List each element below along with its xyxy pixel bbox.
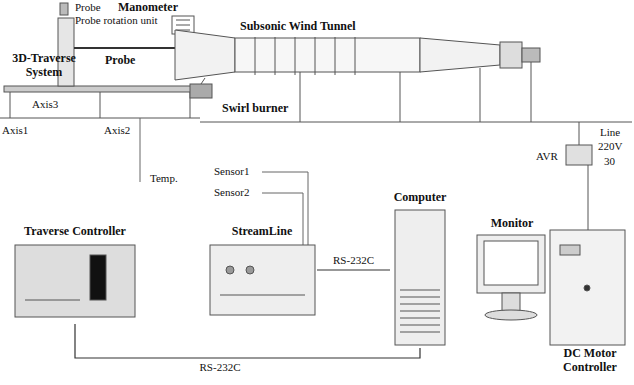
- axis-label: Axis1: [2, 124, 28, 137]
- wind-tunnel-part: [255, 37, 256, 75]
- avr-box-part: [588, 165, 589, 230]
- wind-tunnel-part: [295, 37, 296, 75]
- computer-device-part: [400, 332, 440, 333]
- device-label: StreamLine: [232, 225, 292, 239]
- part-label: Swirl burner: [222, 102, 288, 116]
- traverse-system-part: [60, 3, 68, 15]
- wind-tunnel: [175, 30, 632, 122]
- signal-label: RS-232C: [198, 361, 243, 374]
- wind-tunnel-part: [200, 122, 632, 123]
- part-label: Probe: [105, 54, 135, 68]
- streamline-device-part: [226, 266, 234, 274]
- device-box: Computer: [390, 190, 450, 348]
- part-label: Probe: [75, 1, 101, 14]
- dc-motor-controller-device-part: [560, 245, 580, 255]
- swirl-burner: [190, 78, 212, 98]
- sensor-label: Sensor2: [214, 186, 249, 199]
- part-label: Subsonic Wind Tunnel: [240, 20, 356, 34]
- traverse-system-part: [10, 92, 11, 118]
- wind-tunnel-part: [500, 42, 522, 68]
- wind-tunnel-part: [420, 38, 500, 72]
- streamline-device-part: [246, 266, 254, 274]
- device-label: DC Motor Controller: [552, 347, 628, 375]
- wind-tunnel-part: [275, 37, 276, 75]
- traverse-controller-device-part: [90, 255, 106, 300]
- probe-part: [74, 47, 175, 49]
- traverse-system-part: [4, 86, 196, 92]
- axis-label: Axis2: [104, 124, 130, 137]
- computer-device-part: [400, 304, 440, 305]
- computer-device: [395, 210, 445, 345]
- power-label: 220V: [598, 140, 622, 153]
- part-label: 3D-Traverse System: [2, 52, 86, 80]
- device-box: Monitor: [476, 216, 548, 321]
- wind-tunnel-part: [235, 38, 420, 72]
- wind-tunnel-part: [175, 30, 235, 80]
- device-label: Monitor: [491, 217, 534, 231]
- sensor-label: Temp.: [150, 172, 178, 185]
- probe: [74, 47, 175, 49]
- swirl-burner-part: [201, 78, 205, 84]
- sensor-label: Sensor1: [214, 165, 249, 178]
- avr-box-part: [579, 122, 580, 145]
- sensor-wire-part: [140, 118, 141, 182]
- monitor-device-part: [477, 235, 545, 293]
- dc-motor-controller-device-part: [550, 230, 625, 345]
- part-label: Probe rotation unit: [75, 14, 158, 27]
- computer-device-part: [400, 325, 440, 326]
- monitor-device-part: [484, 241, 538, 285]
- computer-device-part: [395, 210, 445, 345]
- device-box: StreamLine: [207, 224, 317, 319]
- computer-device-part: [400, 311, 440, 312]
- part-label: AVR: [536, 150, 558, 163]
- streamline-device: [210, 245, 315, 315]
- cable-line: [75, 324, 420, 358]
- signal-label: RS-232C: [331, 254, 376, 267]
- device-box: DC Motor Controller: [550, 228, 630, 376]
- computer-device-part: [400, 290, 440, 291]
- device-box: Traverse Controller: [10, 224, 140, 324]
- dc-motor-controller-device-part: [584, 285, 590, 291]
- avr-box: [566, 122, 592, 230]
- dc-motor-controller-device: [550, 230, 625, 345]
- wind-tunnel-part: [300, 72, 301, 122]
- streamline-device-part: [210, 245, 315, 315]
- swirl-burner-part: [190, 84, 212, 98]
- axis-label: Axis3: [32, 98, 58, 111]
- traverse-controller-device: [15, 245, 135, 317]
- device-label: Computer: [394, 191, 447, 205]
- wind-tunnel-part: [480, 68, 481, 122]
- sensor-wire: [140, 118, 308, 245]
- device-label: Traverse Controller: [24, 225, 126, 239]
- traverse-controller-device-part: [25, 300, 80, 301]
- computer-device-part: [400, 318, 440, 319]
- computer-device-part: [400, 297, 440, 298]
- wind-tunnel-part: [335, 37, 336, 75]
- traverse-controller-device-part: [15, 245, 135, 317]
- power-label: Line: [600, 126, 620, 139]
- traverse-system-part: [100, 92, 101, 118]
- part-label: Manometer: [118, 1, 178, 15]
- cable-line: [317, 269, 390, 270]
- wind-tunnel-part: [400, 72, 401, 122]
- monitor-device-part: [485, 310, 537, 320]
- manometer-part: [176, 20, 190, 21]
- traverse-system: [0, 3, 200, 118]
- monitor-device: [477, 235, 545, 320]
- wind-tunnel-part: [531, 62, 532, 122]
- power-label: 30: [604, 155, 615, 168]
- avr-box-part: [566, 145, 592, 165]
- wind-tunnel-part: [355, 37, 356, 75]
- wind-tunnel-part: [315, 37, 316, 75]
- monitor-device-part: [502, 293, 520, 311]
- streamline-device-part: [220, 295, 305, 296]
- manometer-part: [176, 25, 190, 26]
- wind-tunnel-part: [522, 48, 540, 62]
